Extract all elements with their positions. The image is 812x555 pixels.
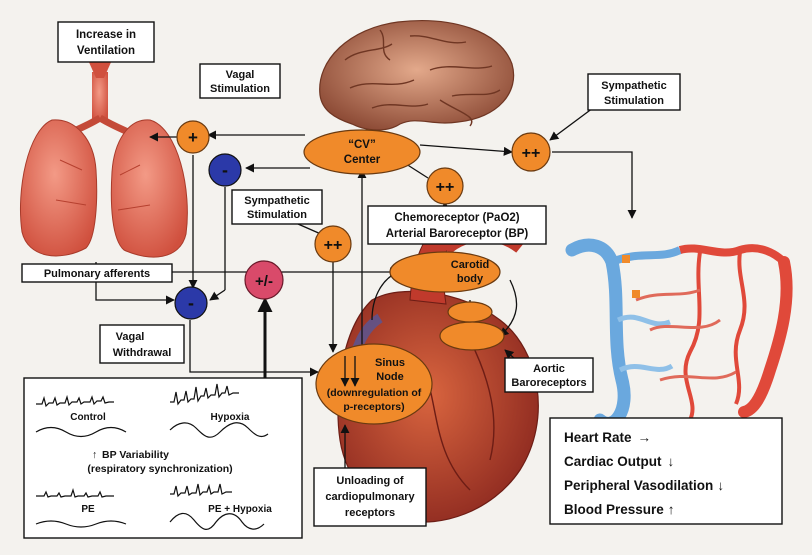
increase-ventilation-line1: Increase in [76, 29, 136, 41]
chemoreceptor-box: Chemoreceptor (PaO2) Arterial Barorecept… [367, 205, 547, 245]
vagal-withdrawal-line2: Withdrawal [113, 347, 172, 359]
bp-variability-panel: Control Hypoxia ↑ BP Variability (respir… [23, 377, 303, 539]
vagal-withdrawal-line1: Vagal [116, 331, 145, 343]
bp-variability-arrow: ↑ [92, 449, 97, 461]
withdrawal-minus-sign: - [188, 293, 194, 313]
outcome-cardiac-output: Cardiac Output↓ [564, 454, 674, 469]
pulmonary-afferents-label: Pulmonary afferents [44, 268, 150, 280]
sinus-node: Sinus Node (downregulation of p-receptor… [315, 343, 433, 425]
sympathetic-mid-line1: Sympathetic [244, 195, 309, 207]
sympathetic-chemo-sign: ++ [436, 179, 455, 196]
trace-hypoxia-hr [170, 383, 239, 406]
plus-minus-sign: +/- [255, 273, 273, 290]
sympathetic-mid-sign: ++ [324, 237, 343, 254]
sympathetic-mid-line2: Stimulation [247, 209, 307, 221]
sinus-line2: Node [376, 371, 404, 383]
sympathetic-top-sign: ++ [522, 145, 541, 162]
trace-control-hr [36, 394, 114, 408]
unloading-box: Unloading of cardiopulmonary receptors [313, 467, 427, 527]
sinus-line1: Sinus [375, 357, 405, 369]
cv-center-line2: Center [344, 154, 381, 166]
trace-control-label: Control [70, 412, 106, 423]
increase-ventilation-box: Increase in Ventilation [57, 21, 155, 63]
outcomes-panel: Heart Rate→ Cardiac Output↓ Peripheral V… [549, 417, 783, 525]
cv-center-node: “CV” Center [303, 129, 421, 175]
increase-ventilation-line2: Ventilation [77, 45, 135, 57]
aortic-baroreceptors-box: Aortic Baroreceptors [504, 357, 594, 393]
sinus-line4: p-receptors) [343, 401, 404, 413]
brain-icon [319, 20, 515, 131]
trace-pe-hypoxia-label: PE + Hypoxia [208, 504, 272, 515]
sympathetic-mid-box: Sympathetic Stimulation [231, 189, 323, 225]
trace-pe-hypoxia-bp [169, 512, 265, 530]
cv-center-line1: “CV” [348, 139, 375, 151]
withdrawal-minus-node: - [174, 286, 208, 320]
sympathetic-top-box: Sympathetic Stimulation [587, 73, 681, 111]
sympathetic-top-line1: Sympathetic [601, 80, 666, 92]
vagal-stimulation-line1: Vagal [226, 69, 255, 81]
sympathetic-top-line2: Stimulation [604, 95, 664, 107]
trace-hypoxia-bp [169, 422, 269, 438]
vagal-withdrawal-box: Vagal Withdrawal [99, 324, 185, 364]
carotid-line2: body [457, 273, 484, 285]
trace-pe-hr [36, 487, 114, 498]
pulmonary-afferents-box: Pulmonary afferents [21, 263, 173, 283]
carotid-line1: Carotid [451, 259, 490, 271]
bp-variability-line1: BP Variability [102, 449, 169, 461]
aortic-line2: Baroreceptors [511, 377, 586, 389]
aortic-line1: Aortic [533, 363, 565, 375]
trace-hypoxia-label: Hypoxia [211, 412, 250, 423]
vagal-stimulation-box: Vagal Stimulation [199, 63, 281, 99]
sympathetic-top-node: ++ [511, 132, 551, 172]
vasculature-icon [565, 238, 793, 430]
trace-pe-hypoxia-hr [170, 483, 232, 498]
chemoreceptor-line2: Arterial Baroreceptor (BP) [386, 228, 529, 240]
unloading-line3: receptors [345, 507, 395, 519]
bp-variability-line2: (respiratory synchronization) [87, 463, 232, 475]
trace-control-bp [35, 426, 127, 438]
unloading-line2: cardiopulmonary [325, 491, 415, 503]
aortic-node [439, 301, 505, 351]
unloading-line1: Unloading of [336, 475, 404, 487]
vagal-plus-node: + [176, 120, 210, 154]
carotid-body-node: Carotid body [389, 251, 501, 293]
trace-pe-label: PE [81, 504, 95, 515]
vagal-minus-sign: - [222, 160, 228, 180]
sympathetic-chemo-node: ++ [426, 167, 464, 205]
outcome-blood-pressure: Blood Pressure↑ [564, 502, 675, 517]
trace-pe-bp [35, 520, 127, 528]
vagal-minus-node: - [208, 153, 242, 187]
chemoreceptor-line1: Chemoreceptor (PaO2) [394, 212, 519, 224]
outcome-heart-rate: Heart Rate→ [564, 430, 651, 445]
outcome-peripheral-vasodilation: Peripheral Vasodilation↓ [564, 478, 724, 493]
plus-minus-node: +/- [244, 260, 284, 300]
vagal-plus-sign: + [188, 128, 198, 147]
vagal-stimulation-line2: Stimulation [210, 83, 270, 95]
lungs-icon [19, 60, 188, 258]
sympathetic-mid-node: ++ [314, 225, 352, 263]
sinus-line3: (downregulation of [327, 387, 422, 399]
